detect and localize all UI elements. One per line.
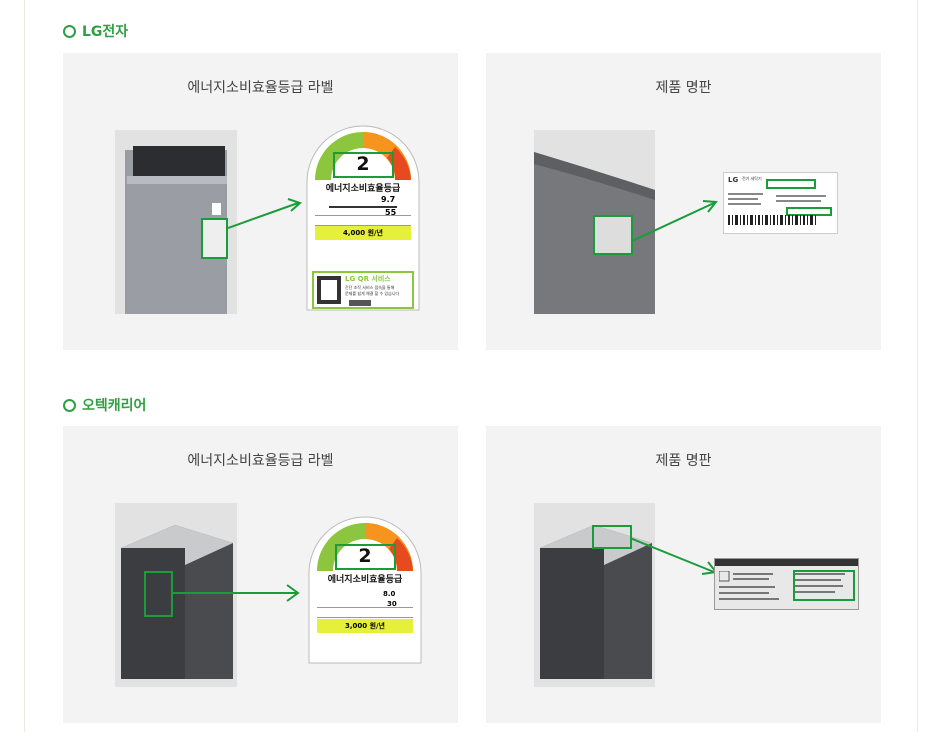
section-title-text: LG전자	[82, 24, 129, 40]
washer-photo	[115, 503, 237, 687]
spec-highlight	[793, 570, 855, 601]
label-value-1: 9.7	[381, 195, 396, 204]
label-highlight	[201, 218, 228, 259]
label-heading: 에너지소비효율등급	[325, 184, 401, 194]
qr-title: LG QR 서비스	[345, 275, 391, 283]
washer-side-photo	[534, 130, 655, 314]
circle-bullet-icon	[63, 398, 76, 412]
energy-label: 2 에너지소비효율등급 8.0 30 3,000 원/년	[307, 515, 423, 665]
label-value-2: 55	[385, 208, 397, 217]
washer-photo	[115, 130, 237, 314]
pointer-arrow	[632, 200, 718, 242]
qr-desc-1: 간단 조작 서비스 접속을 통해	[345, 285, 395, 290]
label-cost: 3,000 원/년	[317, 619, 413, 633]
pointer-arrow	[173, 584, 300, 602]
pointer-arrow	[630, 538, 718, 575]
plate-highlight	[592, 525, 632, 549]
plate-brand: LG	[728, 176, 739, 184]
energy-label: 2 에너지소비효율등급 9.7 55 4,000 원/년 LG QR 서비스 간…	[305, 122, 421, 313]
section-title-carrier: 오텍캐리어	[63, 395, 146, 415]
nameplate: LG 전기 세탁기	[723, 172, 838, 234]
content-frame	[24, 0, 918, 732]
label-heading: 에너지소비효율등급	[327, 575, 403, 585]
label-value-1: 8.0	[383, 590, 396, 598]
card-lg-nameplate: 제품 명판 LG 전기 세탁기	[486, 53, 881, 350]
card-carrier-nameplate: 제품 명판	[486, 426, 881, 723]
label-highlight	[144, 571, 173, 617]
plate-subtitle: 전기 세탁기	[742, 176, 762, 181]
qr-desc-2: 문제를 쉽게 해결 할 수 있습니다	[345, 291, 400, 296]
card-title: 에너지소비효율등급 라벨	[187, 453, 334, 469]
label-value-2: 30	[387, 600, 397, 608]
section-title-text: 오텍캐리어	[82, 398, 147, 414]
washer-photo	[534, 503, 655, 687]
grade-highlight	[333, 152, 394, 178]
card-title: 제품 명판	[655, 453, 712, 469]
nameplate	[714, 558, 859, 610]
grade-value: 2	[358, 545, 372, 567]
pointer-arrow	[228, 198, 302, 229]
section-title-lg: LG전자	[63, 21, 128, 41]
card-carrier-energy-label: 에너지소비효율등급 라벨 2 에너지소비효율등급 8.0 30 3,000 원/…	[63, 426, 458, 723]
grade-value: 2	[356, 153, 370, 175]
label-cost: 4,000 원/년	[315, 226, 411, 240]
plate-header-bar	[715, 559, 858, 566]
model-highlight	[766, 179, 816, 189]
serial-highlight	[786, 207, 832, 216]
circle-bullet-icon	[63, 24, 76, 38]
card-title: 제품 명판	[655, 80, 712, 96]
card-lg-energy-label: 에너지소비효율등급 라벨 2 에너지소비효율등급	[63, 53, 458, 350]
card-title: 에너지소비효율등급 라벨	[187, 80, 334, 96]
grade-highlight	[335, 544, 396, 570]
plate-highlight	[593, 215, 633, 255]
